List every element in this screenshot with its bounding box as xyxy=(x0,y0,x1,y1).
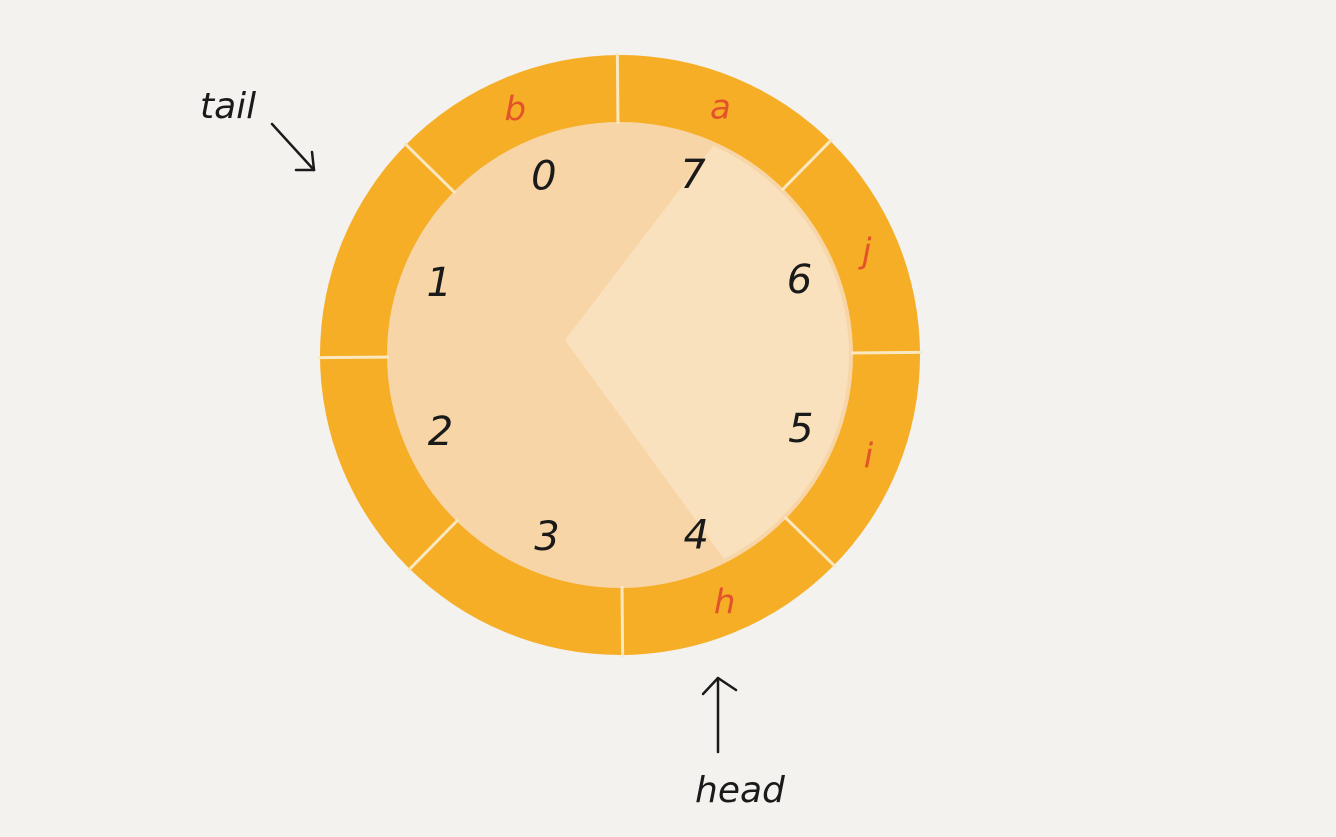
slot-value-6: j xyxy=(858,231,872,271)
slot-index-0: 0 xyxy=(531,154,556,200)
tail-arrow-head xyxy=(294,150,316,172)
slot-value-0: b xyxy=(505,89,527,129)
head-pointer: head xyxy=(695,676,786,811)
slot-index-2: 2 xyxy=(428,409,453,455)
slot-index-7: 7 xyxy=(680,152,706,198)
slot-divider xyxy=(615,52,620,125)
slot-value-7: a xyxy=(710,88,731,128)
tail-arrow-shaft xyxy=(270,122,316,172)
slot-divider xyxy=(407,518,460,572)
slot-value-5: i xyxy=(864,436,874,476)
slot-index-5: 5 xyxy=(788,406,813,452)
slot-index-3: 3 xyxy=(534,514,559,560)
slot-index-4: 4 xyxy=(683,513,708,559)
slot-index-6: 6 xyxy=(787,257,812,303)
slot-value-4: h xyxy=(714,583,736,623)
slot-divider xyxy=(620,585,625,658)
head-arrow-head xyxy=(701,676,738,696)
tail-pointer: tail xyxy=(200,86,316,172)
slot-divider xyxy=(780,138,833,192)
slot-divider xyxy=(783,515,837,568)
slot-divider xyxy=(850,350,923,355)
slot-index-labels: 0 1 2 3 4 5 6 7 xyxy=(426,152,813,560)
slot-index-1: 1 xyxy=(426,260,451,306)
slot-divider xyxy=(317,355,390,360)
slot-divider xyxy=(403,142,457,195)
head-label: head xyxy=(695,770,786,811)
occupied-sector-highlight xyxy=(565,145,849,560)
slot-value-labels: b h i j a xyxy=(505,88,874,623)
slot-dividers xyxy=(317,52,923,658)
tail-label: tail xyxy=(200,86,256,127)
